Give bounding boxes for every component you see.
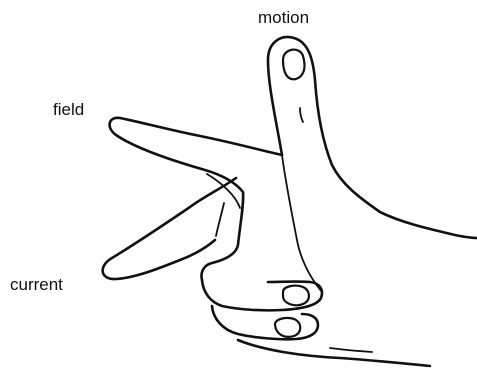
- thumb-outline: [268, 37, 477, 238]
- thumb-crease: [300, 108, 303, 122]
- motion-label: motion: [258, 9, 309, 26]
- current-label: current: [10, 276, 63, 293]
- thumb-nail: [283, 50, 305, 80]
- middle-finger-crease: [216, 203, 224, 236]
- middle-finger-outline: [103, 178, 236, 279]
- ring-finger-outline: [202, 280, 322, 310]
- wrist-outline: [238, 340, 430, 366]
- wrist-crease: [330, 348, 372, 352]
- thumb-base-crease: [282, 155, 322, 292]
- little-finger-nail: [275, 318, 300, 337]
- palm-outline: [201, 192, 243, 280]
- ring-finger-nail: [283, 286, 309, 306]
- index-finger-outline: [110, 118, 282, 192]
- field-label: field: [53, 101, 84, 118]
